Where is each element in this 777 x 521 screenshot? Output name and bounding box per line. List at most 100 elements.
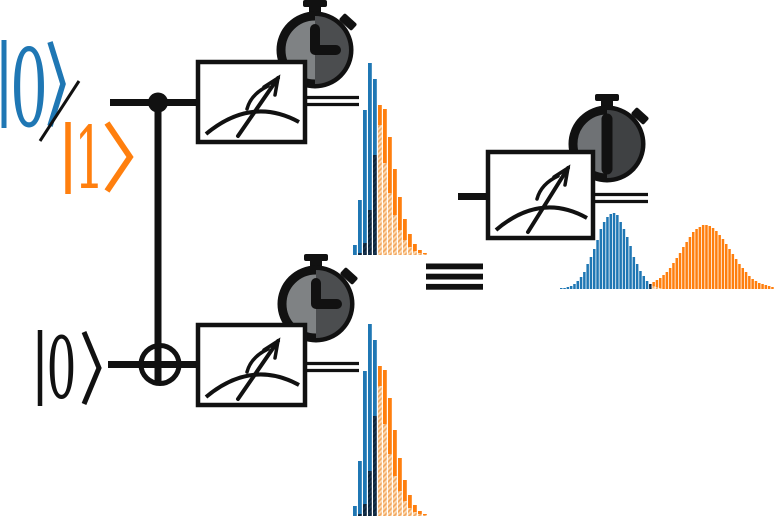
- hist-bar-orange: [655, 280, 659, 287]
- equivalence-symbol: [426, 263, 483, 290]
- ket-digit: 0: [10, 26, 48, 152]
- hist-bar-overlap: [388, 454, 392, 516]
- hist-bar-overlap: [398, 491, 402, 516]
- hist-bar-overlap: [358, 514, 362, 516]
- hist-bar-orange: [672, 263, 675, 289]
- meter-needle-arrowhead: [552, 164, 571, 187]
- hist-bar-orange: [748, 276, 751, 289]
- hist-bar-orange: [731, 254, 735, 289]
- classical-wire-bottom: [303, 361, 359, 373]
- hist-bar-blue: [373, 340, 377, 416]
- hist-bar-orange: [751, 279, 754, 289]
- hist-bar-orange: [378, 105, 382, 125]
- hist-bar-blue: [645, 281, 649, 289]
- hist-bar-orange: [764, 285, 768, 289]
- meter-needle-arrowhead: [262, 74, 281, 97]
- meter-needle-flourish: [245, 84, 270, 111]
- hist-bar-orange: [398, 197, 402, 230]
- hist-bar-blue: [583, 272, 586, 289]
- hist-bar-overlap: [378, 125, 382, 255]
- stopwatch-crown-cap: [595, 94, 619, 101]
- stopwatch-crown-cap: [304, 254, 328, 261]
- ket-top-zero: 0: [1, 26, 66, 152]
- ket-digit: 1: [74, 110, 104, 209]
- hist-bar-orange: [718, 235, 721, 289]
- histogram-bottom: [353, 324, 427, 516]
- hist-bar-orange: [383, 109, 387, 163]
- hist-bar-blue: [626, 237, 629, 289]
- hist-bar-orange: [403, 480, 407, 501]
- hist-bar-blue: [566, 287, 570, 289]
- meter-needle: [236, 76, 280, 138]
- hist-bar-overlap: [358, 253, 362, 255]
- hist-bar-overlap: [383, 424, 387, 516]
- hist-bar-orange: [423, 514, 427, 515]
- hist-bar-orange: [738, 264, 741, 289]
- hist-bar-orange: [388, 398, 392, 454]
- hist-bar-overlap: [413, 251, 417, 255]
- hist-bar-orange: [771, 287, 774, 289]
- hist-bar-orange: [734, 259, 738, 289]
- stopwatch-side-button: [631, 107, 649, 125]
- meter-needle: [526, 166, 570, 234]
- hist-bar-overlap: [659, 288, 662, 289]
- meter-gauge-arc: [204, 109, 300, 136]
- meter-needle-arrowhead: [262, 337, 281, 360]
- hist-bar-blue: [642, 276, 646, 289]
- hist-bar-overlap: [403, 240, 407, 255]
- hist-bar-overlap: [398, 230, 402, 255]
- hist-bar-overlap: [408, 247, 412, 255]
- stopwatch-crown-cap: [303, 0, 327, 7]
- hist-bar-orange: [678, 253, 682, 289]
- cnot-target-circle: [138, 343, 182, 386]
- hist-bar-overlap: [413, 512, 417, 516]
- hist-bar-overlap: [373, 155, 377, 255]
- hist-bar-orange: [652, 282, 655, 286]
- hist-bar-orange: [413, 505, 417, 512]
- hist-bar-blue: [563, 288, 566, 289]
- hist-bar-orange: [692, 232, 695, 289]
- meter-needle-flourish: [535, 174, 560, 201]
- hist-bar-blue: [358, 461, 362, 514]
- hist-bar-orange: [403, 219, 407, 240]
- hist-bar-orange: [398, 458, 402, 491]
- hist-bar-overlap: [378, 386, 382, 516]
- hist-bar-blue: [619, 222, 622, 289]
- hist-bar-blue: [569, 286, 573, 289]
- histogram-top: [353, 63, 427, 255]
- hist-bar-blue: [593, 249, 596, 289]
- hist-bar-blue: [596, 240, 599, 289]
- hist-bar-orange: [393, 430, 397, 476]
- hist-bar-orange: [662, 275, 665, 289]
- hist-bar-blue: [560, 288, 563, 289]
- hist-bar-blue: [363, 110, 367, 243]
- hist-bar-orange: [378, 366, 382, 386]
- hist-bar-orange: [728, 249, 731, 289]
- classical-wire-right: [591, 192, 648, 204]
- meter-right-icon: [485, 149, 596, 241]
- hist-bar-blue: [622, 229, 626, 289]
- hist-bar-blue: [363, 371, 367, 504]
- hist-bar-blue: [368, 324, 372, 471]
- ket-bracket: [47, 41, 66, 127]
- hist-bar-orange: [741, 268, 745, 289]
- hist-bar-overlap: [649, 284, 652, 289]
- hist-bar-overlap: [652, 286, 655, 289]
- hist-bar-overlap: [373, 416, 377, 516]
- hist-bar-blue: [606, 217, 609, 289]
- hist-bar-blue: [586, 264, 589, 289]
- hist-bar-overlap: [423, 254, 427, 255]
- hist-bar-orange: [695, 229, 698, 289]
- hist-bar-orange: [708, 226, 712, 289]
- meter-needle-flourish: [245, 347, 270, 374]
- hist-bar-orange: [408, 495, 412, 508]
- stopwatch-hand: [311, 278, 342, 309]
- hist-bar-orange: [408, 234, 412, 247]
- hist-bar-orange: [685, 242, 688, 289]
- hist-bar-overlap: [655, 287, 659, 289]
- hist-bar-blue: [353, 506, 357, 516]
- hist-bar-blue: [358, 200, 362, 253]
- meter-gauge-arc: [204, 372, 300, 399]
